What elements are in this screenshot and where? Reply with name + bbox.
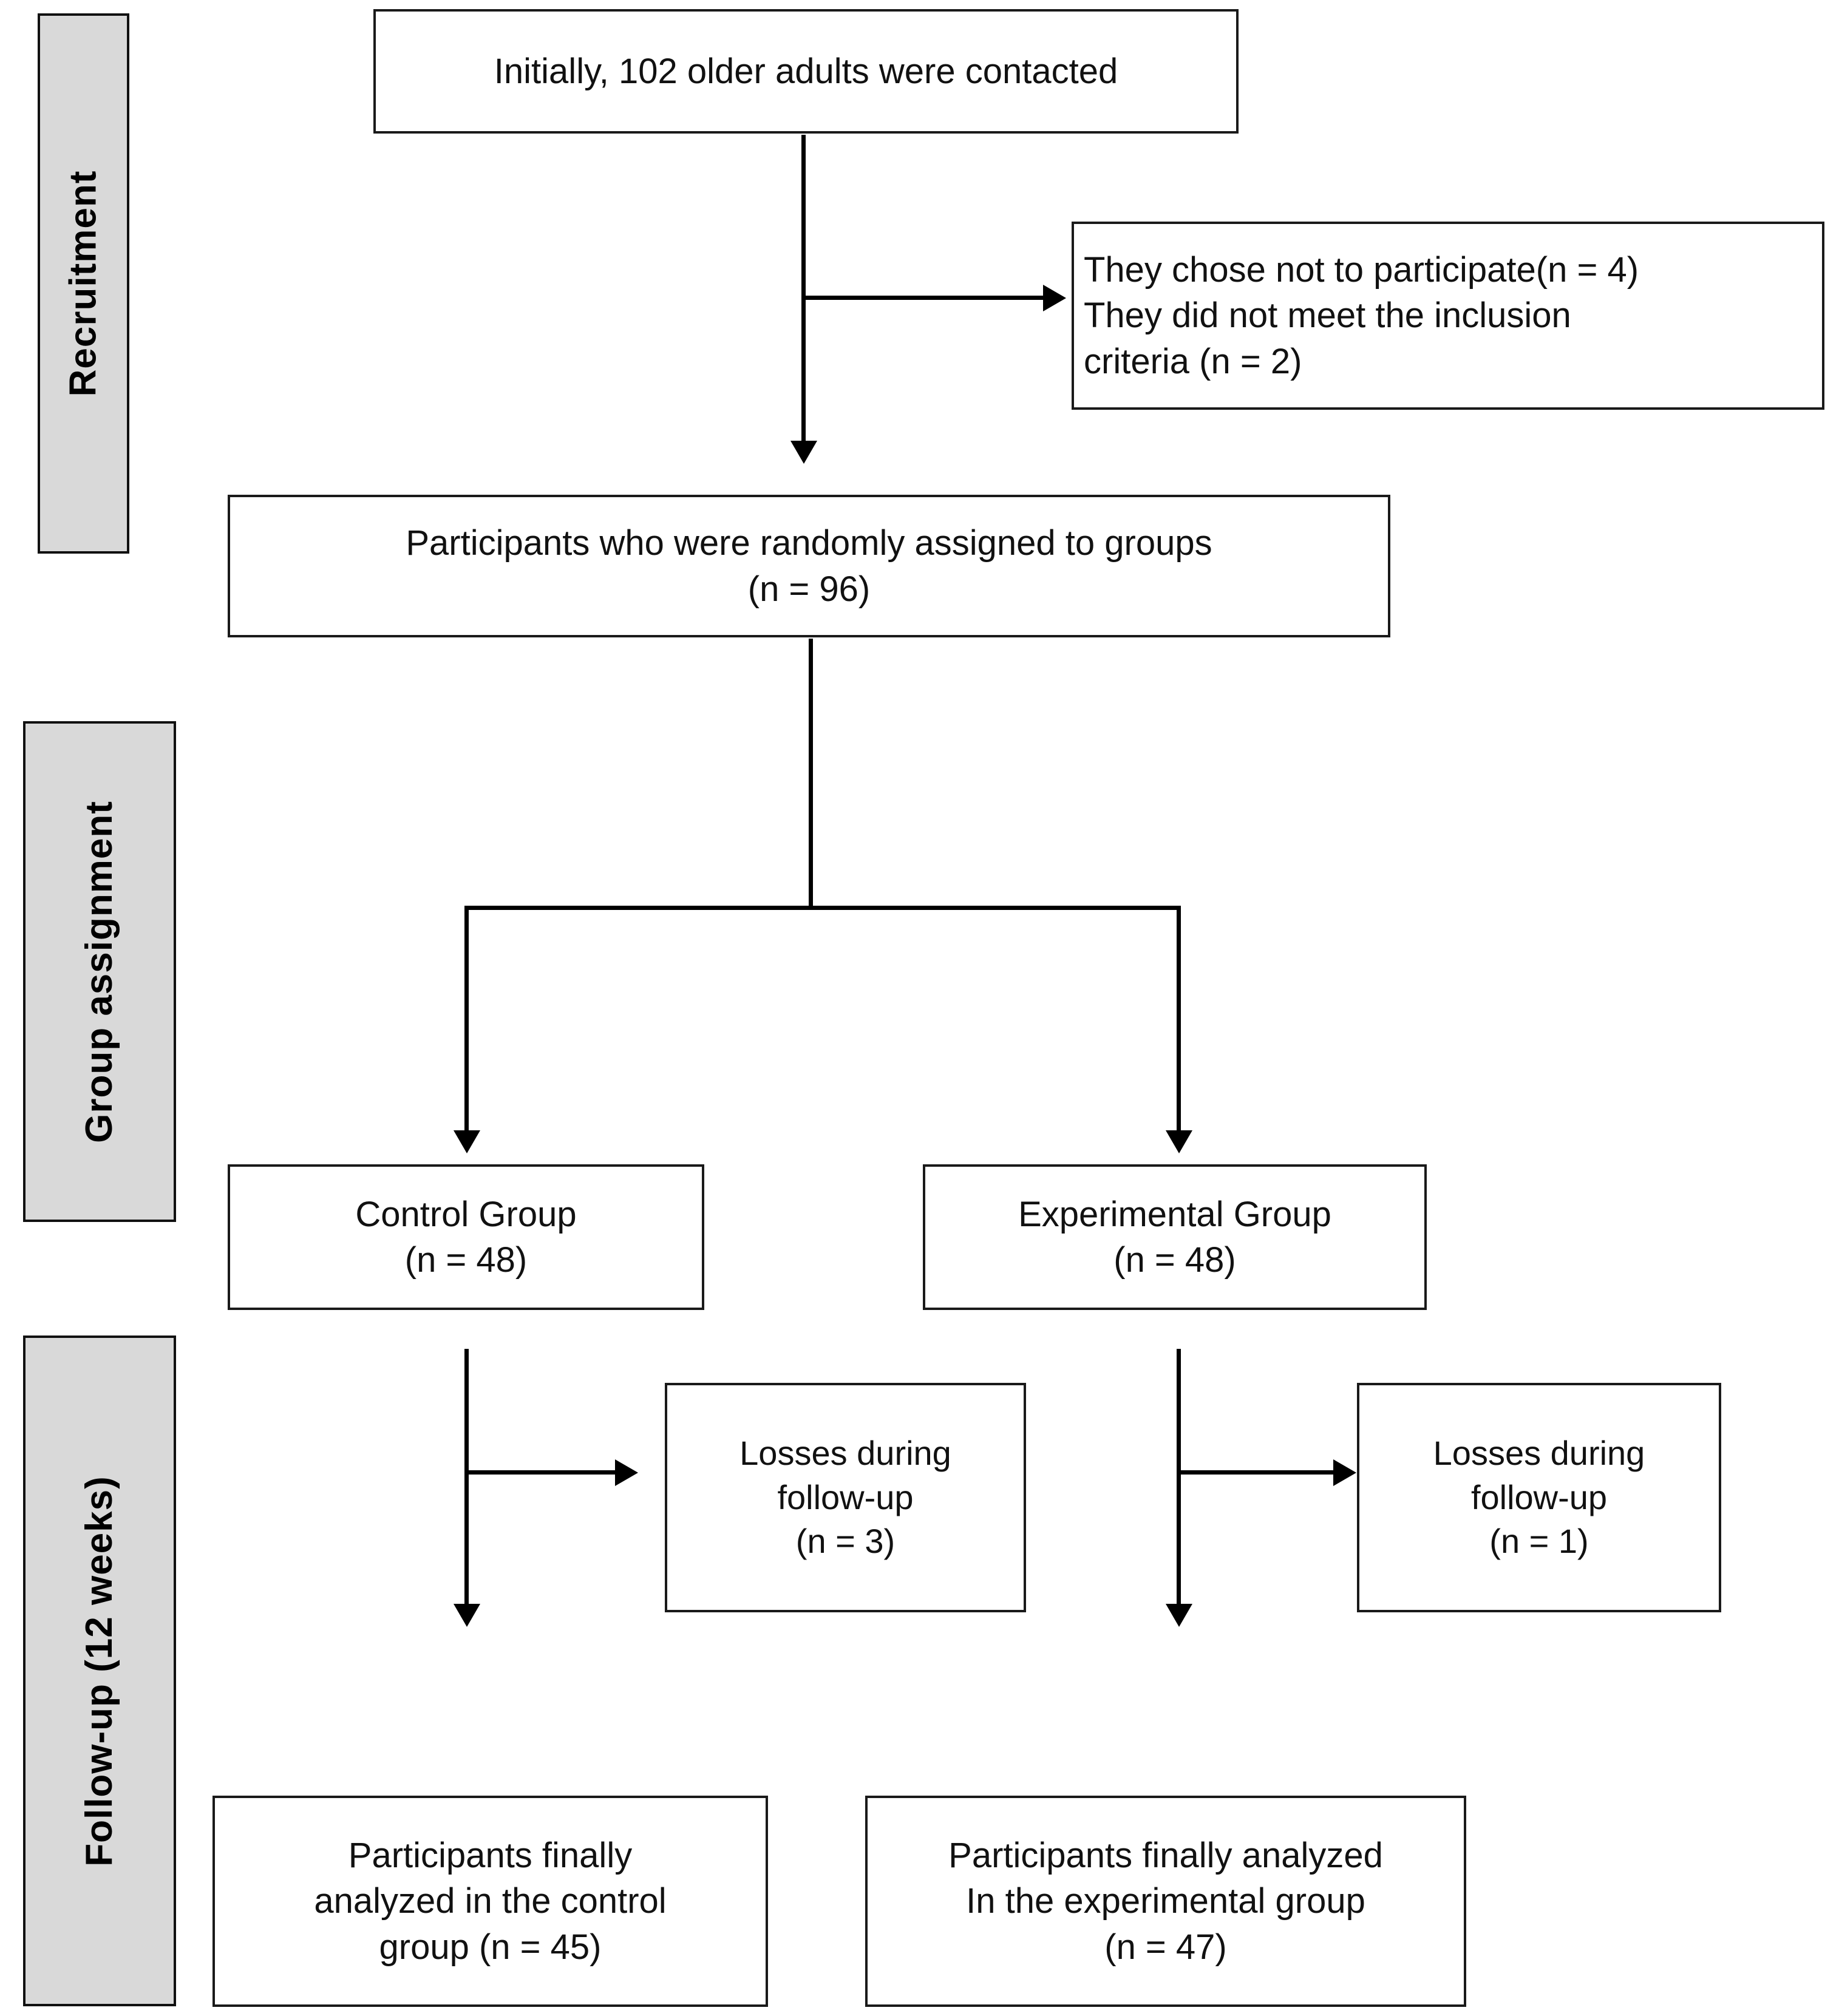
connector-control-to-losses (466, 1470, 615, 1475)
arrowhead-to-excluded (1043, 285, 1066, 311)
connector-to-excluded (803, 296, 1043, 300)
node-contacted: Initially, 102 older adults were contact… (373, 9, 1239, 134)
arrowhead-experimental-to-losses (1333, 1459, 1356, 1486)
node-excluded: They chose not to participate(n = 4) The… (1072, 222, 1824, 410)
node-randomized: Participants who were randomly assigned … (228, 495, 1390, 637)
connector-split-to-experimental (1177, 906, 1181, 1133)
arrowhead-split-to-experimental (1166, 1130, 1192, 1153)
phase-bar-group-assignment: Group assignment (23, 721, 176, 1222)
connector-experimental-to-losses (1178, 1470, 1333, 1475)
connector-control-to-analyzed (464, 1349, 469, 1607)
node-experimental-group-text: Experimental Group (n = 48) (1018, 1194, 1331, 1280)
phase-label-group-assignment: Group assignment (78, 800, 120, 1143)
arrowhead-experimental-to-analyzed (1166, 1604, 1192, 1627)
node-randomized-text: Participants who were randomly assigned … (406, 523, 1212, 609)
node-losses-control: Losses during follow-up (n = 3) (665, 1383, 1026, 1612)
node-control-group: Control Group (n = 48) (228, 1164, 704, 1310)
phase-bar-recruitment: Recruitment (38, 13, 129, 554)
phase-bar-follow-up: Follow-up (12 weeks) (23, 1336, 176, 2006)
node-excluded-text: They chose not to participate(n = 4) The… (1084, 249, 1639, 381)
connector-split-to-control (464, 906, 469, 1133)
arrowhead-split-to-control (454, 1130, 480, 1153)
phase-label-recruitment: Recruitment (62, 170, 104, 397)
node-losses-control-text: Losses during follow-up (n = 3) (739, 1433, 951, 1561)
connector-contacted-to-randomized (801, 135, 806, 444)
node-control-group-text: Control Group (n = 48) (355, 1194, 577, 1280)
node-contacted-text: Initially, 102 older adults were contact… (494, 51, 1118, 91)
node-losses-experimental-text: Losses during follow-up (n = 1) (1433, 1433, 1645, 1561)
node-analyzed-control-text: Participants finally analyzed in the con… (314, 1835, 667, 1967)
connector-randomized-trunk (809, 639, 813, 909)
connector-split-bar (464, 906, 1181, 910)
arrowhead-control-to-analyzed (454, 1604, 480, 1627)
arrowhead-control-to-losses (615, 1459, 638, 1486)
arrowhead-contacted-to-randomized (790, 441, 817, 464)
node-losses-experimental: Losses during follow-up (n = 1) (1357, 1383, 1721, 1612)
node-experimental-group: Experimental Group (n = 48) (923, 1164, 1427, 1310)
node-analyzed-experimental: Participants finally analyzed In the exp… (865, 1796, 1466, 2007)
connector-experimental-to-analyzed (1177, 1349, 1181, 1607)
node-analyzed-experimental-text: Participants finally analyzed In the exp… (948, 1835, 1383, 1967)
phase-label-follow-up: Follow-up (12 weeks) (78, 1475, 121, 1867)
node-analyzed-control: Participants finally analyzed in the con… (212, 1796, 768, 2007)
